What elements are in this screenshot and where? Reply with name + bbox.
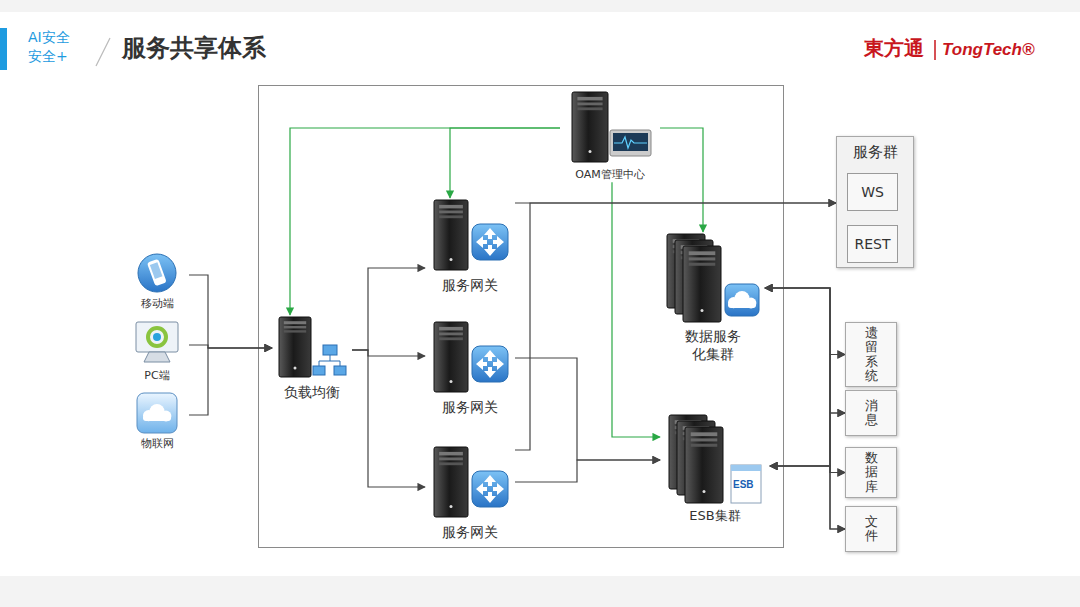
node-label: 物联网 — [141, 437, 174, 451]
connector — [515, 460, 660, 482]
node-icon — [665, 413, 765, 505]
connector — [770, 466, 845, 473]
logo-text: 東方通 — [864, 36, 924, 60]
connector — [770, 413, 845, 466]
connector — [189, 275, 272, 348]
connector — [189, 348, 272, 415]
header-tag: 安全+ — [28, 48, 68, 65]
server-node: 数据服务化集群 — [660, 232, 765, 363]
connector — [765, 288, 845, 355]
source-box: 消息 — [845, 390, 897, 436]
node-icon — [430, 445, 510, 520]
source-box: 遗留系统 — [845, 322, 897, 387]
page-title: 服务共享体系 — [122, 32, 266, 64]
group-box: 服务群 WS REST — [836, 136, 914, 268]
connector — [765, 288, 845, 529]
node-icon — [663, 232, 763, 324]
node-label: ESB集群 — [689, 508, 740, 525]
connector — [290, 128, 560, 315]
server-node: 物联网 — [125, 392, 189, 451]
box-label: 文件 — [865, 515, 878, 544]
server-node: 服务网关 — [425, 445, 515, 541]
node-icon — [136, 392, 178, 434]
source-box: 数据库 — [845, 447, 897, 498]
node-label: PC端 — [144, 369, 169, 383]
node-icon — [430, 320, 510, 395]
box-label: 消息 — [865, 399, 878, 428]
connector — [770, 355, 845, 467]
node-label: 移动端 — [141, 297, 174, 311]
node-icon — [430, 198, 510, 273]
connector — [352, 268, 425, 350]
group-heading: 服务群 — [837, 143, 913, 161]
node-label: OAM管理中心 — [575, 168, 644, 182]
header-tag: AI安全 — [28, 29, 70, 46]
connector — [515, 358, 660, 460]
connector — [515, 203, 836, 450]
node-label: 服务网关 — [442, 276, 498, 294]
server-node: 负载均衡 — [272, 315, 352, 401]
node-icon — [132, 320, 182, 366]
server-node: ESB集群 — [660, 413, 770, 525]
node-label: 服务网关 — [442, 398, 498, 416]
node-icon — [137, 252, 177, 294]
connector — [612, 182, 660, 437]
node-label: 数据服务化集群 — [682, 327, 744, 363]
server-node: 服务网关 — [425, 198, 515, 294]
connector — [770, 466, 845, 529]
logo-text: TongTech® — [942, 40, 1034, 60]
icon-label: ESB — [733, 479, 754, 491]
server-node: OAM管理中心 — [560, 90, 660, 182]
connector — [660, 128, 703, 232]
node-label: 服务网关 — [442, 523, 498, 541]
connector — [352, 350, 425, 487]
connector — [352, 350, 425, 356]
node-icon — [568, 90, 653, 165]
box-label: REST — [854, 236, 890, 253]
node-icon — [275, 315, 350, 380]
service-box: REST — [847, 225, 898, 263]
connector — [765, 288, 845, 413]
connector — [765, 288, 845, 473]
server-node: 移动端 — [125, 252, 189, 311]
server-node: PC端 — [125, 320, 189, 383]
box-label: 遗留系统 — [865, 326, 878, 383]
server-node: 服务网关 — [425, 320, 515, 416]
connector — [450, 128, 560, 198]
service-box: WS — [847, 173, 898, 211]
source-box: 文件 — [845, 506, 897, 552]
node-label: 负载均衡 — [284, 383, 340, 401]
box-label: WS — [861, 184, 884, 201]
box-label: 数据库 — [865, 451, 878, 494]
